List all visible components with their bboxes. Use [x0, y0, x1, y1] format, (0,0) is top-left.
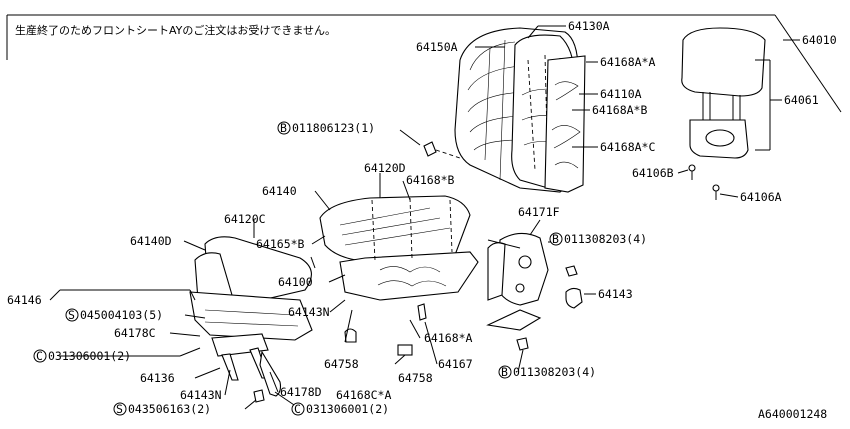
headrest — [681, 27, 766, 125]
headrest-guide — [689, 119, 749, 159]
label-64758-b: 64758 — [398, 371, 433, 385]
recliner-lever-64143 — [565, 287, 583, 309]
label-64168-A: 64168*A — [424, 331, 473, 345]
prefix-circle-c2 — [291, 402, 305, 416]
label-043506163: 043506163(2) — [128, 402, 211, 416]
label-64061: 64061 — [784, 93, 819, 107]
label-64178D: 64178D — [280, 385, 322, 399]
prefix-s1: S — [68, 308, 75, 322]
label-64150A: 64150A — [416, 40, 458, 54]
prefix-circle-s2 — [113, 402, 127, 416]
prefix-b2: B — [552, 232, 559, 246]
prefix-circle-b3 — [498, 365, 512, 379]
label-64168A-B: 64168A*B — [592, 103, 647, 117]
bolt-64106A — [712, 184, 720, 200]
label-64100: 64100 — [278, 275, 313, 289]
prefix-circle-b2 — [549, 232, 563, 246]
bolt-64106B — [688, 164, 696, 180]
prefix-b3: B — [501, 365, 508, 379]
label-64168A-C: 64168A*C — [600, 140, 655, 154]
frame — [6, 14, 842, 113]
label-64140: 64140 — [262, 184, 297, 198]
cushion-pad-64120D — [319, 195, 471, 263]
bolt-043506163 — [253, 389, 265, 403]
label-031306001-b: 031306001(2) — [306, 402, 389, 416]
label-64758-a: 64758 — [324, 357, 359, 371]
label-64168C-A: 64168C*A — [336, 388, 391, 402]
label-045004103: 045004103(5) — [80, 308, 163, 322]
label-64146: 64146 — [7, 293, 42, 307]
label-64143: 64143 — [598, 287, 633, 301]
label-64106A: 64106A — [740, 190, 782, 204]
label-64136: 64136 — [140, 371, 175, 385]
label-64106B: 64106B — [632, 166, 674, 180]
label-64110A: 64110A — [600, 87, 642, 101]
label-64168A-A: 64168A*A — [600, 55, 655, 69]
label-64143N-b: 64143N — [180, 388, 222, 402]
notice-text: 生産終了のためフロントシートAYのご注文はお受けできません。 — [15, 23, 336, 37]
label-64010: 64010 — [802, 33, 837, 47]
prefix-s2: S — [116, 402, 123, 416]
label-64120D: 64120D — [364, 161, 406, 175]
prefix-circle-b1 — [277, 121, 291, 135]
label-64168-B: 64168*B — [406, 173, 455, 187]
prefix-c2: C — [294, 402, 301, 416]
leader-lines — [49, 25, 800, 410]
prefix-b1: B — [280, 121, 287, 135]
seat-back-spring-frame — [544, 55, 586, 193]
cushion-skin-64146 — [189, 291, 313, 341]
bolt-011806123 — [423, 141, 461, 159]
slide-rail-64136 — [211, 333, 269, 381]
prefix-circle-c1 — [33, 349, 47, 363]
label-64178C: 64178C — [114, 326, 156, 340]
label-64165-B: 64165*B — [256, 237, 305, 251]
prefix-circle-s1 — [65, 308, 79, 322]
label-64130A: 64130A — [568, 19, 610, 33]
bolt-011308203b — [516, 337, 529, 351]
diagram-id: A640001248 — [758, 407, 827, 421]
label-64140D: 64140D — [130, 234, 172, 248]
cushion-frame-64100 — [339, 197, 479, 301]
label-64143N-a: 64143N — [288, 305, 330, 319]
label-64167: 64167 — [438, 357, 473, 371]
label-031306001-a: 031306001(2) — [48, 349, 131, 363]
label-64171F: 64171F — [518, 205, 560, 219]
part-labels: 64130A 64150A 64168A*A 64110A 64168A*B 6… — [7, 19, 837, 421]
recliner-64171F — [486, 232, 549, 331]
bolt-011308203a — [565, 265, 578, 277]
label-011806123: 011806123(1) — [292, 121, 375, 135]
cover-64758b — [397, 344, 413, 356]
clip-64167 — [417, 303, 427, 321]
label-011308203-b: 011308203(4) — [513, 365, 596, 379]
prefix-c1: C — [36, 349, 43, 363]
cover-64758a — [344, 328, 357, 343]
label-011308203-a: 011308203(4) — [564, 232, 647, 246]
label-64120C: 64120C — [224, 212, 266, 226]
